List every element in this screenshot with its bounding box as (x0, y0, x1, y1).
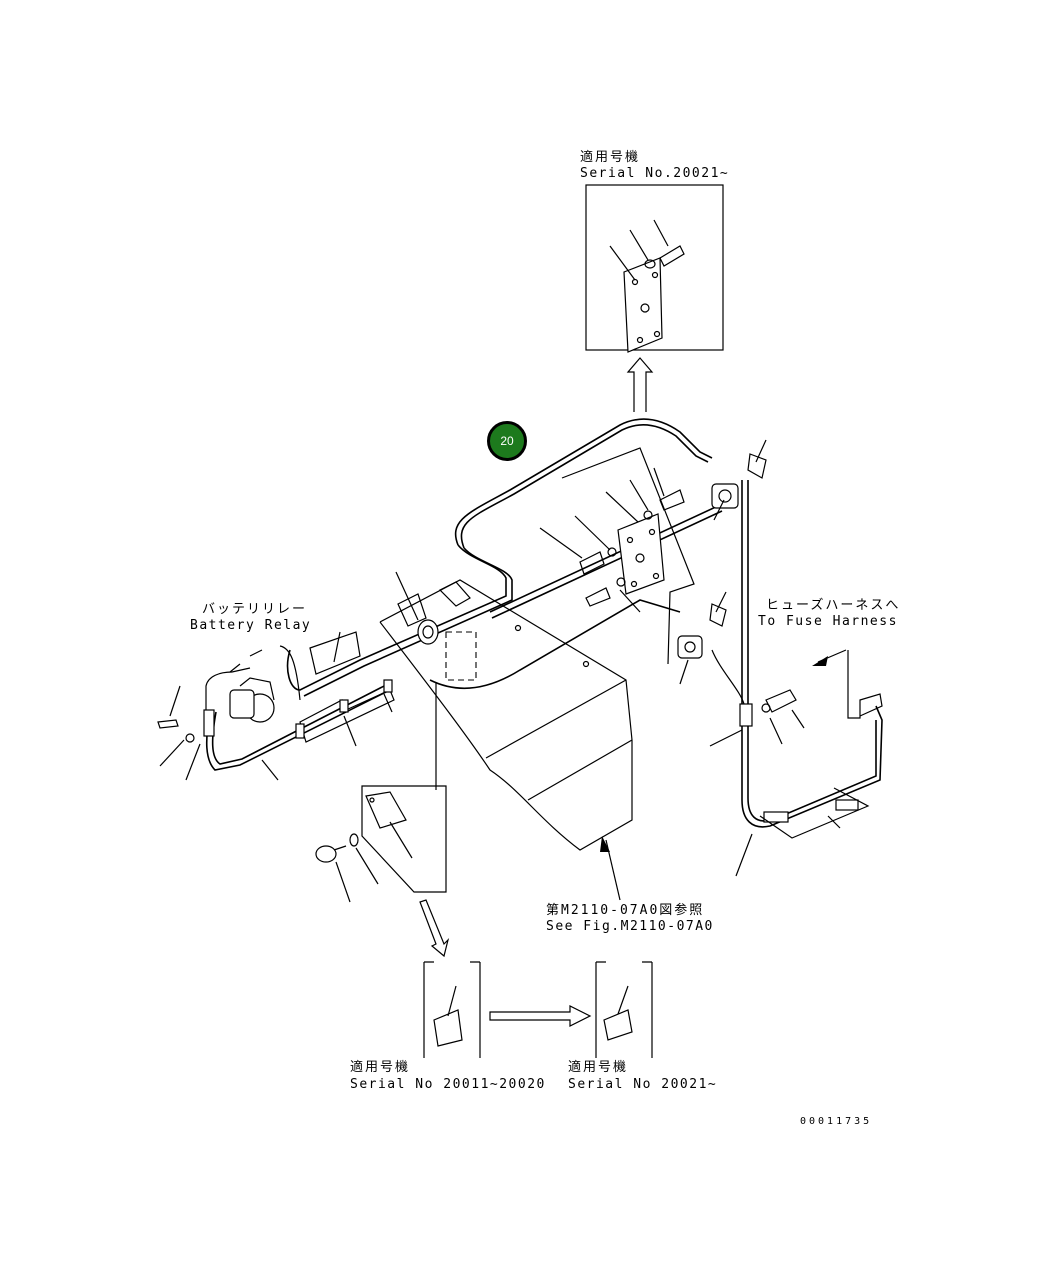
drawing-number: 00011735 (800, 1116, 873, 1127)
top-inset-applicable-label: 適用号機 (580, 150, 641, 165)
top-inset (585, 184, 724, 353)
bottom-right-applicable-label: 適用号機 (568, 1060, 629, 1075)
top-inset-serial-label: Serial No.20021~ (580, 166, 730, 181)
see-fig-jp-label: 第M2110-07A0図参照 (546, 903, 705, 918)
bracket-plate (539, 447, 695, 665)
relays (677, 439, 767, 685)
see-fig-leader (600, 836, 621, 901)
fuse-harness-en-label: To Fuse Harness (758, 614, 898, 629)
bottom-insets (419, 899, 653, 1058)
battery-relay-assembly (157, 631, 395, 781)
bottom-left-serial-label: Serial No 20011~20020 (350, 1077, 546, 1092)
part-callout-20[interactable]: 20 (487, 421, 527, 461)
tank (379, 579, 633, 851)
up-arrow (626, 357, 654, 412)
fuse-harness-jp-label: ヒューズハーネスへ (766, 598, 901, 613)
harness-main (205, 418, 723, 771)
cover-inset (315, 682, 447, 903)
bottom-right-serial-label: Serial No 20021~ (568, 1077, 718, 1092)
fuse-harness-route (709, 480, 883, 877)
grommet (395, 571, 471, 645)
bottom-left-applicable-label: 適用号機 (350, 1060, 411, 1075)
battery-relay-en-label: Battery Relay (190, 618, 312, 633)
see-fig-en-label: See Fig.M2110-07A0 (546, 919, 714, 934)
battery-relay-jp-label: バッテリリレー (202, 602, 308, 617)
